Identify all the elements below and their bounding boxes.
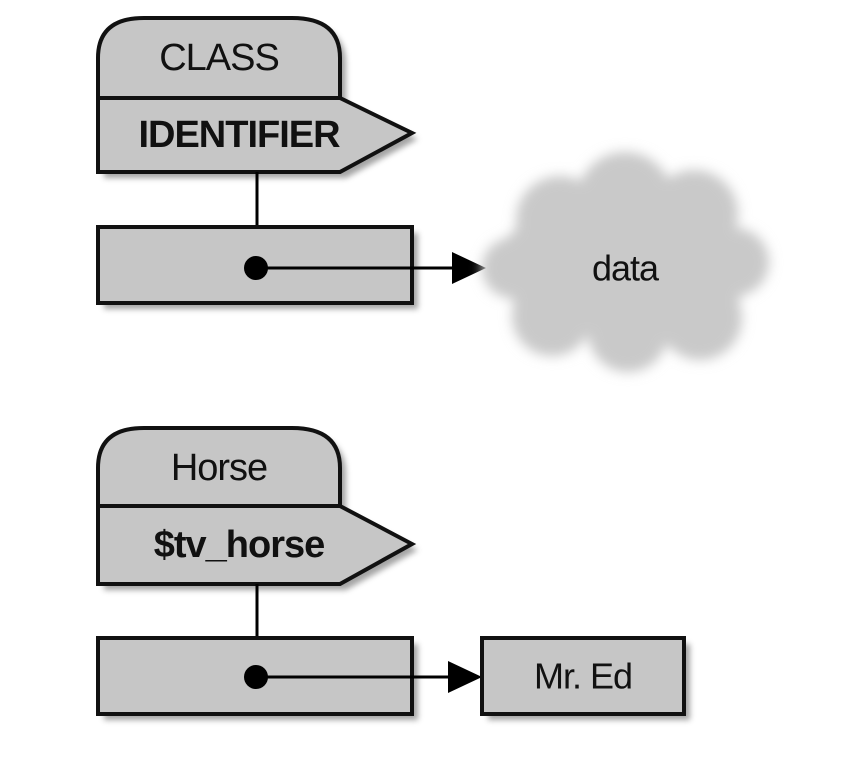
value-label: Mr. Ed: [534, 656, 632, 697]
identifier-label: IDENTIFIER: [138, 114, 340, 156]
class-tab: CLASS: [96, 16, 346, 104]
diagram-horse: Horse $tv_horse Mr. Ed: [96, 426, 690, 720]
data-cloud: [482, 152, 769, 372]
value-box: [480, 636, 690, 720]
identifier-label: $tv_horse: [154, 524, 325, 566]
arrowhead: [452, 252, 486, 284]
arrowhead: [448, 661, 482, 693]
cloud-label: data: [592, 248, 660, 289]
identifier-tag: IDENTIFIER: [96, 96, 418, 178]
identifier-tag: $tv_horse: [96, 504, 418, 590]
class-tab: Horse: [96, 426, 346, 512]
diagram-generic: CLASS IDENTIFIER: [96, 16, 769, 372]
class-label: Horse: [171, 447, 267, 489]
class-label: CLASS: [159, 37, 279, 79]
